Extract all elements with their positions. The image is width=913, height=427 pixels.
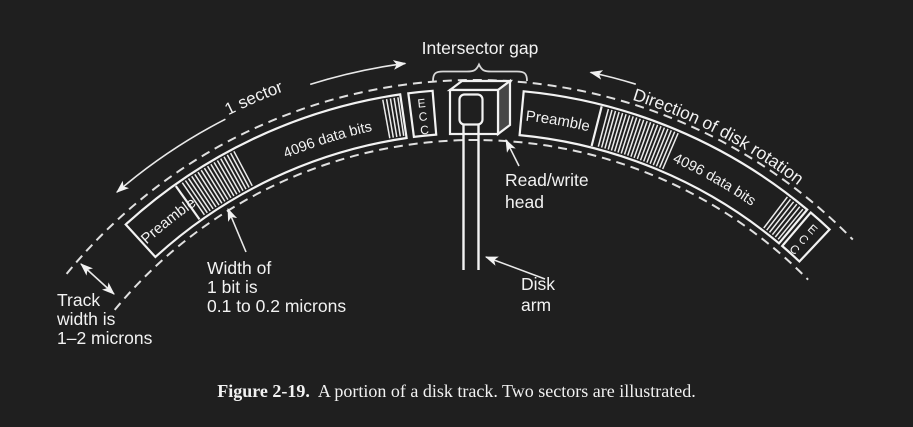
track-width-label-1: Track: [57, 290, 100, 310]
figure-caption-text: A portion of a disk track. Two sectors a…: [317, 381, 696, 401]
track-width-annotation: Track width is 1–2 microns: [56, 263, 153, 348]
bit-width-label-3: 0.1 to 0.2 microns: [207, 296, 346, 316]
disk-arm-label-1: Disk: [521, 274, 555, 294]
cube-right-face: [496, 78, 512, 137]
one-sector-arc-left: [116, 118, 226, 193]
track-width-label-2: width is: [56, 309, 116, 329]
read-write-head-cube: [446, 78, 514, 137]
read-write-head-annotation: Read/write head: [505, 139, 589, 212]
sector-right-preamble-label: Preamble: [525, 108, 592, 136]
sector-right-databits-label: 4096 data bits: [671, 151, 759, 210]
track-inner-edge: [113, 139, 809, 311]
read-write-head-label-2: head: [505, 192, 544, 212]
sector-right-ecc-box: [780, 210, 832, 264]
cube-front-face: [448, 88, 500, 136]
track-width-arrow: [80, 263, 115, 295]
track-width-label-3: 1–2 microns: [57, 328, 153, 348]
sector-right-box: [518, 90, 809, 245]
ecc-letter: C: [418, 109, 428, 124]
figure-caption: Figure 2-19. A portion of a disk track. T…: [0, 381, 913, 402]
track-outer-edge: [65, 79, 854, 275]
head-slot: [458, 93, 484, 126]
figure-caption-number: Figure 2-19.: [217, 381, 310, 401]
sector-left: Preamble 4096 data bits E C C: [124, 89, 438, 259]
rotation-arrow: [589, 70, 637, 85]
disk-arm-arrow: [484, 256, 546, 280]
hatch-left-main: [181, 150, 253, 216]
bit-width-annotation: Width of 1 bit is 0.1 to 0.2 microns: [207, 208, 346, 316]
one-sector-arc-right: [309, 60, 407, 86]
sector-left-divider: [174, 185, 201, 221]
sector-left-ecc-box: [407, 89, 438, 139]
intersector-gap-annotation: Intersector gap: [422, 38, 539, 82]
hatch-right-end: [763, 196, 804, 240]
sector-left-box: [124, 93, 408, 259]
sector-left-preamble-label: Preamble: [138, 194, 199, 247]
disk-arm-lines: [462, 124, 480, 270]
read-write-head-arrow: [505, 139, 520, 167]
intersector-gap-label: Intersector gap: [422, 38, 539, 58]
bit-width-label-2: 1 bit is: [207, 277, 258, 297]
bit-width-arrow: [227, 208, 247, 253]
hatch-left-end: [382, 97, 405, 139]
disk-arm-annotation: Disk arm: [484, 256, 555, 315]
sector-left-ecc-label: E C C: [417, 96, 430, 138]
hatch-right-main: [597, 108, 679, 170]
intersector-gap-brace: [432, 62, 528, 82]
sector-right-divider: [590, 106, 603, 147]
ecc-letter: E: [417, 96, 426, 111]
bit-width-label-1: Width of: [207, 258, 271, 278]
ecc-letter: C: [419, 123, 429, 138]
read-write-head-label-1: Read/write: [505, 170, 589, 190]
disk-arm-label-2: arm: [521, 295, 551, 315]
one-sector-label: 1 sector: [222, 77, 286, 119]
